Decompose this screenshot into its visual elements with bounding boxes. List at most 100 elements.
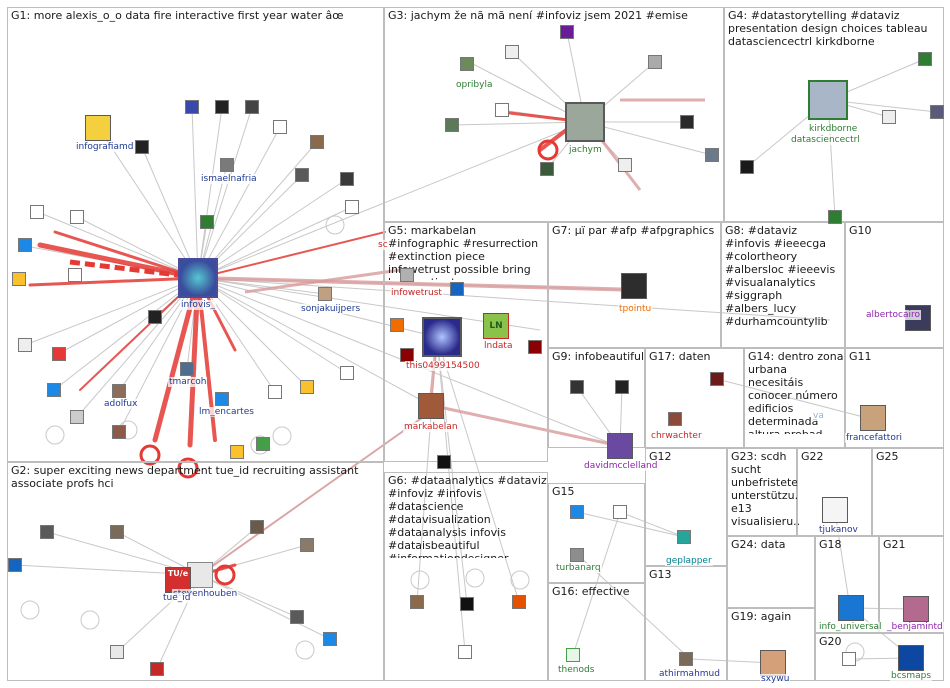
node-small[interactable] xyxy=(460,597,474,611)
node-small[interactable] xyxy=(340,172,354,186)
node-small[interactable] xyxy=(310,135,324,149)
avatar-stevenhouben[interactable] xyxy=(187,562,213,588)
node-small[interactable] xyxy=(842,652,856,666)
avatar-infowetrust[interactable] xyxy=(400,268,414,282)
node-small[interactable] xyxy=(135,140,149,154)
avatar-geplapper[interactable] xyxy=(677,530,691,544)
node-small[interactable] xyxy=(740,160,754,174)
node-small[interactable] xyxy=(256,437,270,451)
node-small[interactable] xyxy=(323,632,337,646)
node-small[interactable] xyxy=(300,538,314,552)
node-small[interactable] xyxy=(680,115,694,129)
avatar-adolfux[interactable] xyxy=(112,384,126,398)
avatar-thenods[interactable] xyxy=(566,648,580,662)
avatar-markabelan[interactable] xyxy=(418,393,444,419)
node-small[interactable] xyxy=(618,158,632,172)
node-small[interactable] xyxy=(112,425,126,439)
node-small[interactable] xyxy=(390,318,404,332)
node-small[interactable] xyxy=(148,310,162,324)
avatar-tmarcoh[interactable] xyxy=(180,362,194,376)
node-small[interactable] xyxy=(340,366,354,380)
avatar-turbanarq[interactable] xyxy=(570,548,584,562)
node-small[interactable] xyxy=(68,268,82,282)
node-small[interactable] xyxy=(570,505,584,519)
node-small[interactable] xyxy=(918,52,932,66)
avatar-davidmcclelland[interactable] xyxy=(607,433,633,459)
node-small[interactable] xyxy=(505,45,519,59)
node-small[interactable] xyxy=(70,210,84,224)
node-small[interactable] xyxy=(185,100,199,114)
node-small[interactable] xyxy=(540,162,554,176)
node-small[interactable] xyxy=(705,148,719,162)
group-label-g18: G18 xyxy=(819,538,842,551)
node-small[interactable] xyxy=(450,282,464,296)
avatar-bcsmaps[interactable] xyxy=(898,645,924,671)
node-small[interactable] xyxy=(495,103,509,117)
avatar-infovis[interactable] xyxy=(178,258,218,298)
node-small[interactable] xyxy=(437,455,451,469)
node-small[interactable] xyxy=(710,372,724,386)
avatar-tpointu[interactable] xyxy=(621,273,647,299)
node-small[interactable] xyxy=(512,595,526,609)
node-small[interactable] xyxy=(40,525,54,539)
node-small[interactable] xyxy=(648,55,662,69)
group-label-g16: G16: effective xyxy=(552,585,630,598)
node-small[interactable] xyxy=(828,210,842,224)
node-small[interactable] xyxy=(613,505,627,519)
node-small[interactable] xyxy=(882,110,896,124)
avatar-chrwachter[interactable] xyxy=(668,412,682,426)
avatar-athirmahmud[interactable] xyxy=(679,652,693,666)
node-small[interactable] xyxy=(18,238,32,252)
avatar-tue-id[interactable] xyxy=(165,567,191,593)
avatar-sonjakuijpers[interactable] xyxy=(318,287,332,301)
node-small[interactable] xyxy=(47,383,61,397)
node-small[interactable] xyxy=(250,520,264,534)
node-small[interactable] xyxy=(445,118,459,132)
node-small[interactable] xyxy=(273,120,287,134)
node-small[interactable] xyxy=(300,380,314,394)
node-small[interactable] xyxy=(150,662,164,676)
avatar-this0499154500[interactable] xyxy=(422,317,462,357)
node-small[interactable] xyxy=(110,525,124,539)
node-small[interactable] xyxy=(295,168,309,182)
node-small[interactable] xyxy=(410,595,424,609)
node-small[interactable] xyxy=(560,25,574,39)
avatar-francefattori[interactable] xyxy=(860,405,886,431)
label-this0499154500: this0499154500 xyxy=(405,361,481,371)
node-small[interactable] xyxy=(458,645,472,659)
avatar-jachym[interactable] xyxy=(565,102,605,142)
avatar-lm-encartes[interactable] xyxy=(215,392,229,406)
avatar-benjamintd[interactable] xyxy=(903,596,929,622)
node-small[interactable] xyxy=(200,215,214,229)
avatar-ismaelnafria[interactable] xyxy=(220,158,234,172)
group-box-g23: G23: scdh sucht unbefristete unterstützu… xyxy=(727,448,799,536)
node-small[interactable] xyxy=(215,100,229,114)
node-small[interactable] xyxy=(110,645,124,659)
node-small[interactable] xyxy=(400,348,414,362)
node-small[interactable] xyxy=(930,105,944,119)
node-small[interactable] xyxy=(8,558,22,572)
label-francefattori: francefattori xyxy=(845,433,904,443)
node-small[interactable] xyxy=(345,200,359,214)
node-small[interactable] xyxy=(230,445,244,459)
avatar-info-universal[interactable] xyxy=(838,595,864,621)
node-small[interactable] xyxy=(12,272,26,286)
group-label-g22: G22 xyxy=(801,450,824,463)
avatar-lndata[interactable] xyxy=(483,313,509,339)
node-small[interactable] xyxy=(70,410,84,424)
avatar-sxywu[interactable] xyxy=(760,650,786,676)
node-small[interactable] xyxy=(615,380,629,394)
node-small[interactable] xyxy=(30,205,44,219)
node-small[interactable] xyxy=(528,340,542,354)
group-label-g14: G14: dentro zona urbana necesitáis conoc… xyxy=(748,350,844,434)
avatar-tjukanov[interactable] xyxy=(822,497,848,523)
node-small[interactable] xyxy=(52,347,66,361)
node-small[interactable] xyxy=(268,385,282,399)
node-small[interactable] xyxy=(290,610,304,624)
node-small[interactable] xyxy=(245,100,259,114)
node-small[interactable] xyxy=(570,380,584,394)
avatar-opribyla[interactable] xyxy=(460,57,474,71)
node-small[interactable] xyxy=(18,338,32,352)
avatar-infografiamd[interactable] xyxy=(85,115,111,141)
avatar-kirkdborne[interactable] xyxy=(808,80,848,120)
